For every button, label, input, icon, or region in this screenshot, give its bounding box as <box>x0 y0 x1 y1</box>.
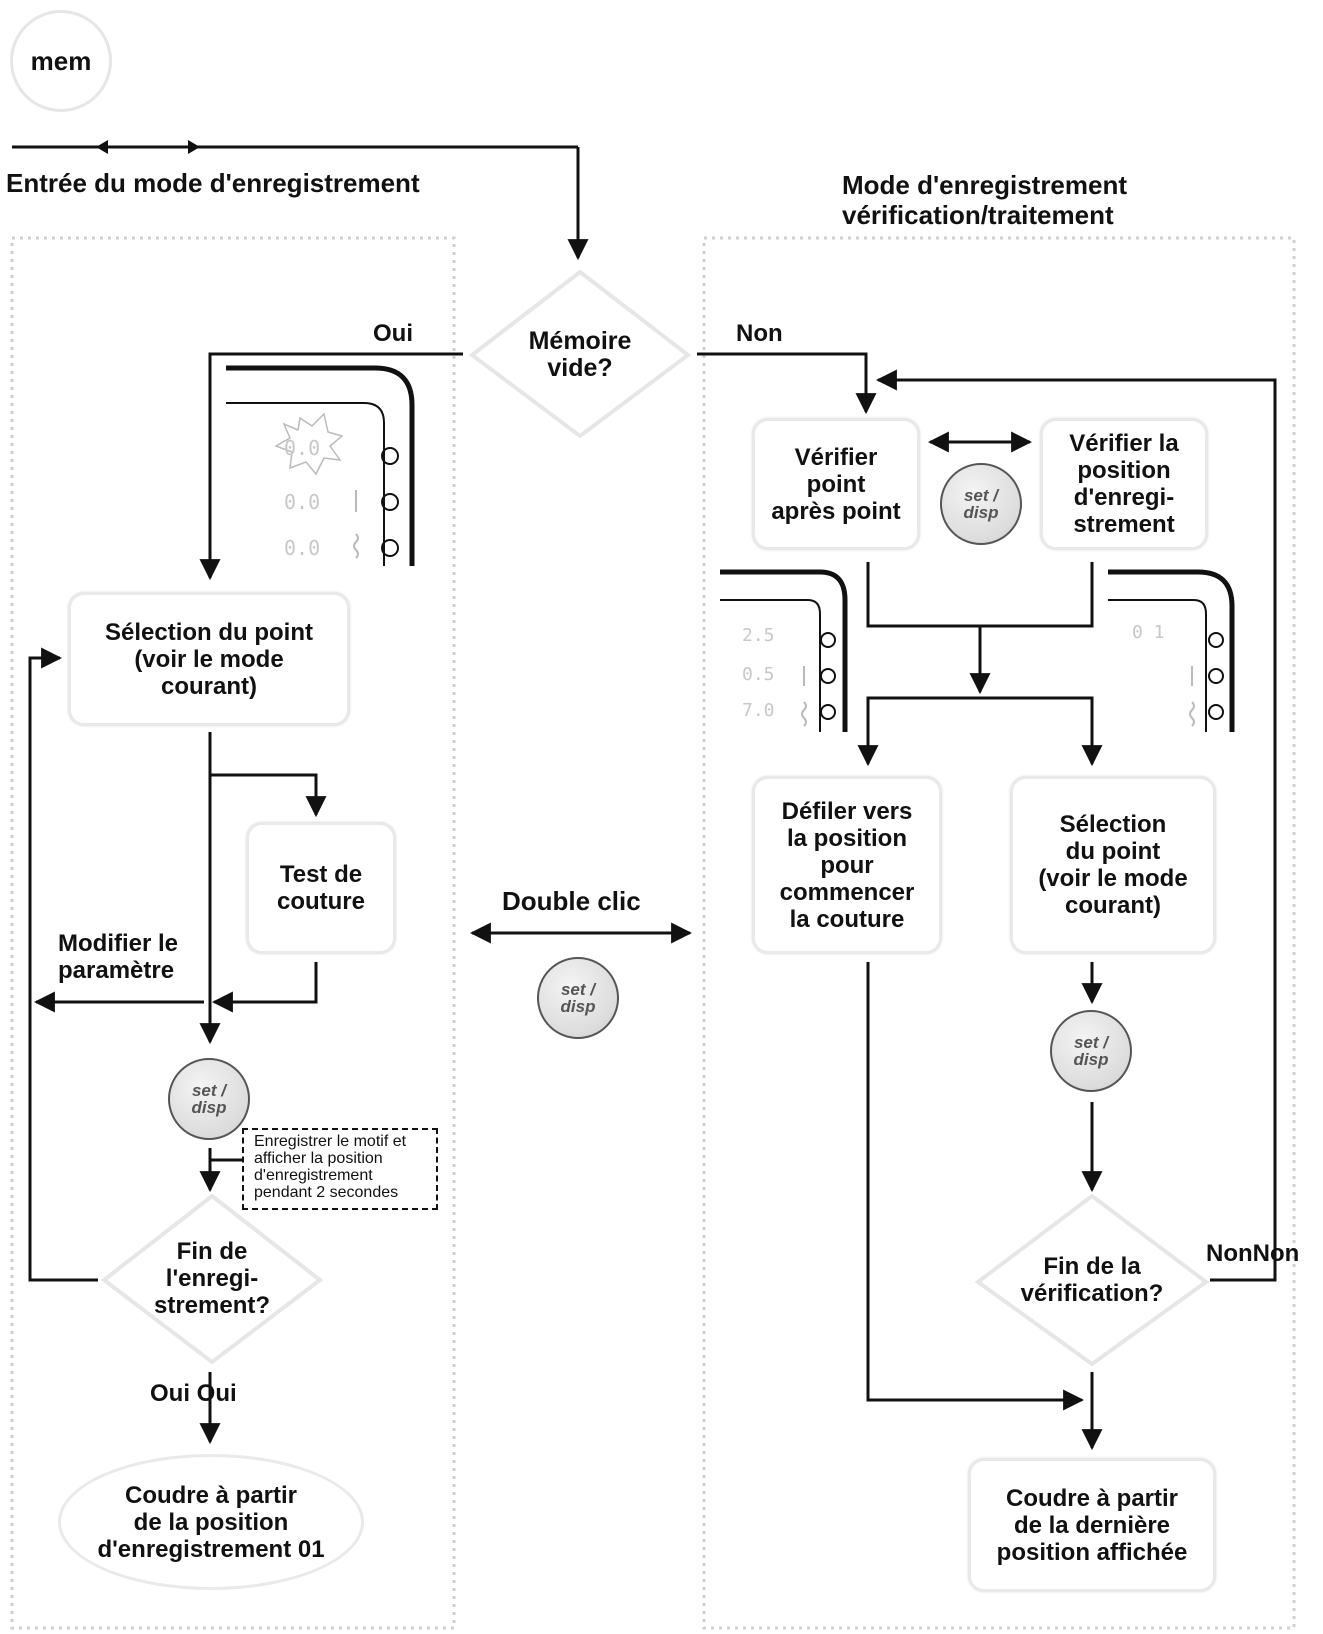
label-no-top: Non <box>736 320 783 347</box>
display-right-row1: 0 1 <box>1132 622 1165 643</box>
box-test-sewing: Test de couture <box>246 822 396 954</box>
left-title: Entrée du mode d'enregistrement <box>6 168 420 198</box>
label-no-right: NonNon <box>1206 1240 1300 1267</box>
decision-memory-label: Mémoire vide? <box>528 327 632 382</box>
box-verify-point: Vérifier point après point <box>752 418 920 550</box>
mem-label: mem <box>30 45 92 76</box>
decision-end-record-label: Fin de l'enregi- strement? <box>153 1237 271 1319</box>
note-save-pattern: Enregistrer le motif et afficher la posi… <box>242 1128 438 1210</box>
set-disp-button-left[interactable]: set / disp <box>168 1058 250 1140</box>
display-left-row3: 0.0 <box>284 536 321 560</box>
display-mid-row3: 7.0 <box>742 700 775 721</box>
right-title: Mode d'enregistrement vérification/trait… <box>842 170 1128 230</box>
display-mid-row2: 0.5 <box>742 664 775 685</box>
box-select-point-left: Sélection du point (voir le mode courant… <box>68 592 350 726</box>
display-left-row2: 0.0 <box>284 490 321 514</box>
set-disp-button-top[interactable]: set / disp <box>940 463 1022 545</box>
label-yes-top: Oui <box>373 320 413 347</box>
end-sew-from-last: Coudre à partir de la dernière position … <box>968 1458 1216 1592</box>
set-disp-button-right[interactable]: set / disp <box>1050 1010 1132 1092</box>
end-sew-from-01: Coudre à partir de la position d'enregis… <box>58 1454 364 1590</box>
display-left-row1: 0.0 <box>284 436 321 460</box>
display-mid-row1: 2.5 <box>742 625 775 646</box>
decision-diamond-end-record <box>100 1193 324 1365</box>
set-disp-button-center[interactable]: set / disp <box>537 957 619 1039</box>
decision-diamond-end-verify <box>974 1193 1210 1367</box>
box-select-point-right: Sélection du point (voir le mode courant… <box>1010 776 1216 954</box>
right-frame <box>702 236 1296 1630</box>
mem-circle: mem <box>10 10 112 112</box>
box-verify-position: Vérifier la position d'enregi- strement <box>1040 418 1208 550</box>
label-double-click: Double clic <box>502 886 641 916</box>
label-modify-parameter: Modifier le paramètre <box>58 930 179 984</box>
label-yes-bottom: Oui Oui <box>150 1380 237 1407</box>
left-frame <box>10 236 456 1630</box>
decision-diamond-memory <box>468 269 692 439</box>
decision-end-verify-label: Fin de la vérification? <box>1020 1253 1164 1307</box>
box-scroll-position: Défiler vers la position pour commencer … <box>752 776 942 954</box>
